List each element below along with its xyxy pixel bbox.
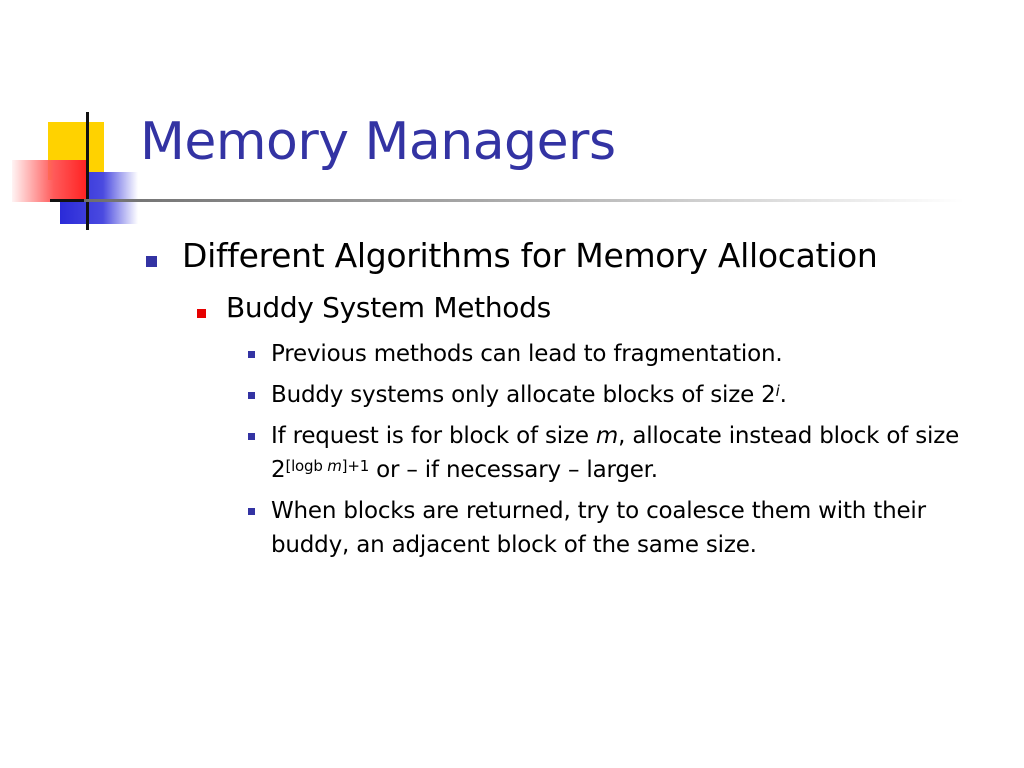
bullet-level3-text: Previous methods can lead to fragmentati… [271, 341, 783, 367]
title-underline [84, 199, 964, 202]
bullet-square-icon [248, 392, 255, 399]
superscript-italic: m [327, 457, 342, 475]
bullet-square-icon [248, 351, 255, 358]
text-segment: . [779, 382, 787, 408]
logo-vertical-line [86, 112, 89, 230]
bullet-square-icon [248, 508, 255, 515]
bullet-level3-text: Buddy systems only allocate blocks of si… [271, 378, 991, 412]
bullet-square-icon [248, 433, 255, 440]
bullet-square-icon [197, 309, 206, 318]
superscript: [logb m]+1 [285, 457, 369, 475]
text-segment: If request is for block of size [271, 423, 596, 449]
text-segment: or – if necessary – larger. [369, 457, 658, 483]
bullet-level3-text: When blocks are returned, try to coalesc… [271, 498, 926, 558]
logo-red-square [12, 160, 88, 202]
bullet-level1-text: Different Algorithms for Memory Allocati… [182, 236, 878, 275]
bullet-square-icon [146, 256, 157, 267]
text-segment: Buddy systems only allocate blocks of si… [271, 382, 776, 408]
superscript: i [775, 382, 780, 400]
bullet-level2-text: Buddy System Methods [226, 291, 551, 324]
superscript-segment: [logb [285, 457, 328, 475]
slide-title: Memory Managers [140, 112, 616, 172]
text-segment: , allocate instead block of size 2 [271, 423, 960, 483]
decorative-logo [0, 0, 150, 240]
italic-variable: m [595, 423, 619, 449]
superscript-segment: ]+1 [341, 457, 370, 475]
bullet-level3-text: If request is for block of size m, alloc… [271, 419, 991, 487]
